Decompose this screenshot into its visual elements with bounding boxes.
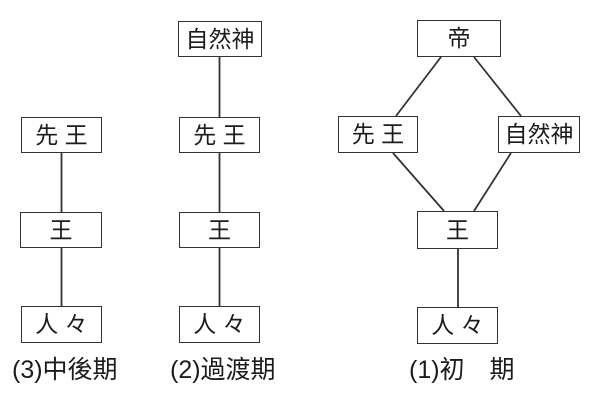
node-stage1-emperor: 帝 <box>417 20 501 57</box>
caption-stage2: (2)過渡期 <box>170 356 276 384</box>
node-stage2-ancestor-kings: 先 王 <box>179 117 260 153</box>
node-stage2-people: 人 々 <box>179 306 260 343</box>
node-stage2-king: 王 <box>179 212 260 248</box>
node-stage1-nature-gods: 自然神 <box>498 116 580 153</box>
node-stage1-people: 人 々 <box>417 307 498 344</box>
node-stage1-king: 王 <box>417 211 498 249</box>
node-stage3-people: 人 々 <box>21 306 102 343</box>
connector-s1-ancestor-king <box>392 152 445 212</box>
node-stage2-nature-gods: 自然神 <box>178 21 262 57</box>
node-stage1-ancestor-kings: 先 王 <box>338 116 418 153</box>
connector-s1-nature-king <box>473 152 512 212</box>
caption-stage1: (1)初 期 <box>409 356 515 384</box>
connector-s1-emperor-ancestor <box>395 56 442 117</box>
caption-stage3: (3)中後期 <box>12 356 118 384</box>
node-stage3-ancestor-kings: 先 王 <box>21 117 102 153</box>
connector-s1-emperor-nature <box>473 56 522 117</box>
node-stage3-king: 王 <box>20 212 102 248</box>
